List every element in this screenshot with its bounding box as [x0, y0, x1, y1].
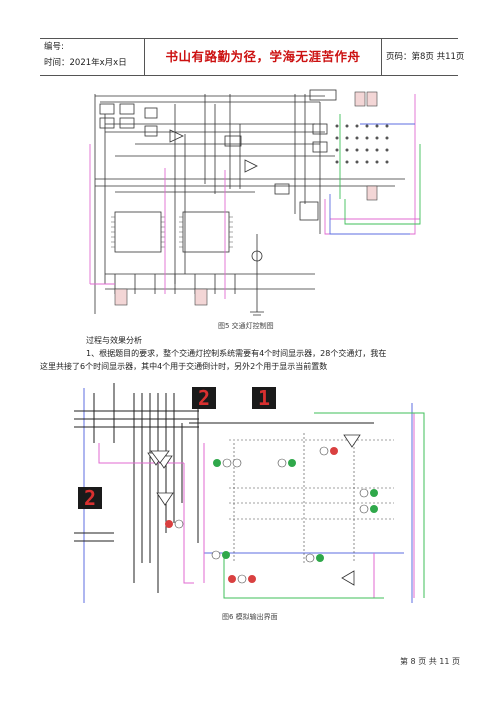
page-footer: 第 8 页 共 11 页 — [400, 657, 460, 666]
figure5-schematic — [89, 89, 421, 316]
page-header: 编号: 时间：2021年x月x日 书山有路勤为径，学海无涯苦作舟 页码：第8页 … — [40, 38, 464, 76]
display-digit-1: 2 — [198, 386, 210, 410]
figure5-caption: 图5 交通灯控制图 — [218, 322, 274, 330]
header-left-cell: 编号: 时间：2021年x月x日 — [40, 39, 145, 75]
header-page-info: 页码：第8页 共11页 — [386, 52, 465, 62]
serial-label: 编号: — [44, 42, 64, 52]
header-motto: 书山有路勤为径，学海无涯苦作舟 — [145, 39, 382, 75]
section-heading: 过程与效果分析 — [86, 336, 142, 345]
paragraph-line-1: 1、根据题目的要求，整个交通灯控制系统需要有4个时间显示器，28个交通灯，我在 — [86, 349, 387, 358]
time-label: 时间：2021年x月x日 — [44, 58, 127, 68]
display-digit-2: 1 — [258, 386, 270, 410]
paragraph-line-2: 这里共接了6个时间显示器，其中4个用于交通倒计时，另外2个用于显示当前置数 — [40, 362, 328, 371]
figure6-caption: 图6 模拟输出界面 — [222, 613, 278, 621]
display-digit-3: 2 — [84, 486, 96, 510]
figure6-simulation: 2 1 2 — [74, 383, 425, 603]
